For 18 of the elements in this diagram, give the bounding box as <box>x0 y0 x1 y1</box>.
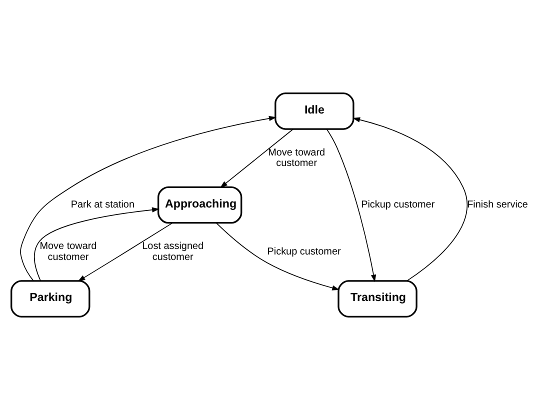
edge-label: Finish service <box>467 199 528 210</box>
node-box: Idle <box>274 92 354 130</box>
arrow <box>216 222 340 290</box>
arrow <box>20 115 276 281</box>
edge-label: Move toward customer <box>40 240 97 262</box>
node-box: Approaching <box>157 186 242 224</box>
edge-label: Move toward customer <box>268 146 326 169</box>
arrow <box>326 128 376 282</box>
edge-label: Pickup customer <box>267 246 341 257</box>
arrow <box>220 128 294 188</box>
edge-label: Park at station <box>70 199 134 210</box>
node-box: Parking <box>10 280 90 317</box>
arrow <box>352 116 468 281</box>
edge-label: Lost assigned customer <box>142 240 204 262</box>
node-box: Transiting <box>338 280 418 317</box>
edge-label: Pickup customer <box>361 199 435 210</box>
arrow <box>34 206 160 281</box>
arrow <box>78 222 173 281</box>
